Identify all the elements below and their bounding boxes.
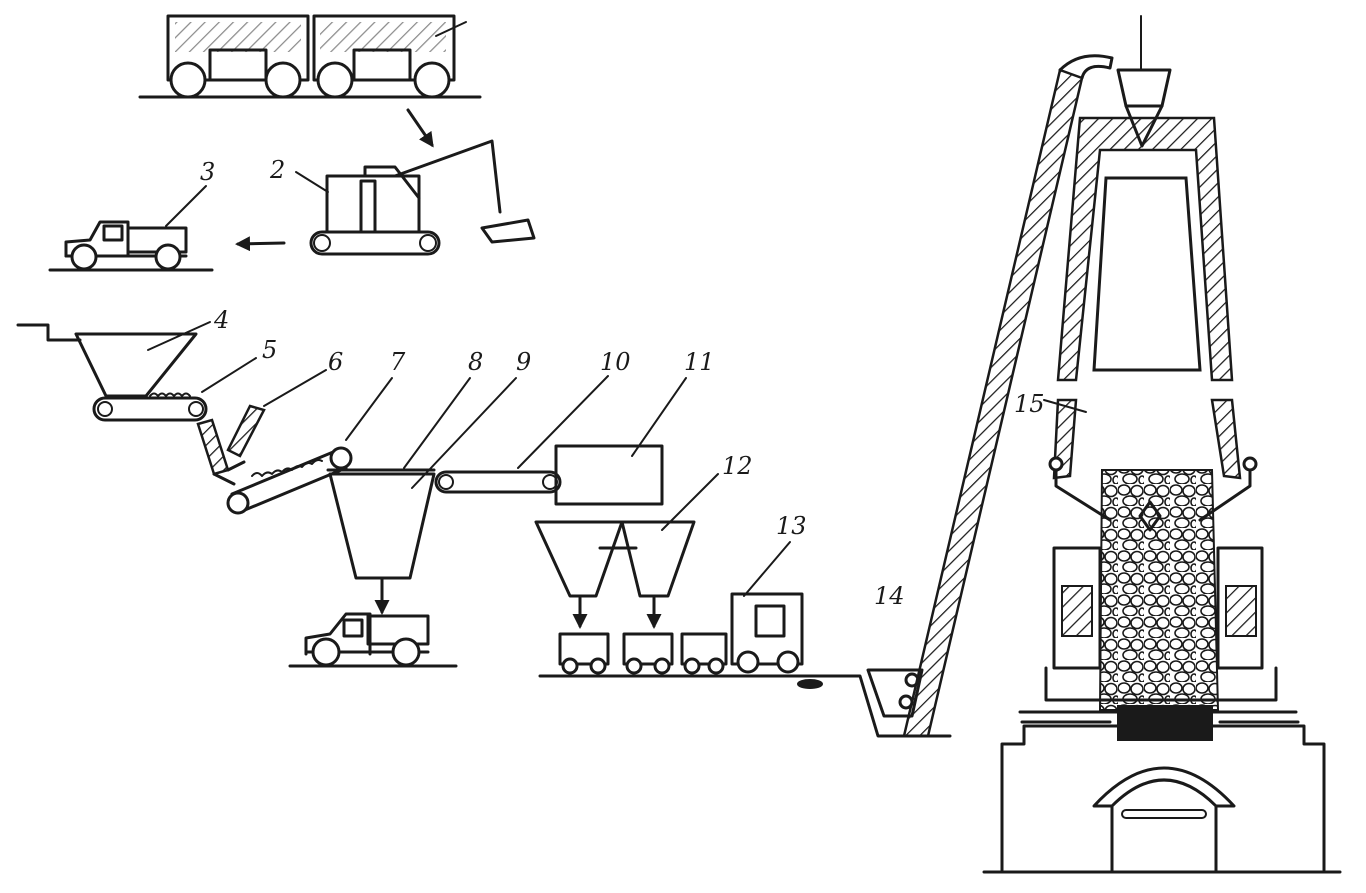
callout-8: 8	[468, 348, 483, 376]
leader-3	[166, 186, 206, 226]
callout-2: 2	[269, 156, 285, 184]
shaft-kiln	[984, 16, 1340, 872]
leader-4	[148, 322, 210, 350]
callout-6: 6	[328, 348, 343, 376]
callout-15: 15	[1014, 390, 1045, 418]
callout-13: 13	[776, 512, 807, 540]
callout-14: 14	[874, 582, 905, 610]
flow-arrow-to-truck	[238, 243, 284, 244]
leader-11	[632, 378, 686, 456]
callout-11: 11	[684, 348, 715, 376]
secondary-crusher-box	[556, 446, 662, 504]
callout-9: 9	[516, 348, 531, 376]
callout-7: 7	[390, 348, 406, 376]
callout-5: 5	[262, 336, 277, 364]
leader-10	[518, 376, 608, 468]
dump-truck-bottom	[290, 614, 456, 666]
dump-truck-top	[50, 222, 212, 270]
leader-7	[346, 378, 392, 440]
jaw-crusher	[198, 406, 264, 484]
callout-10: 10	[600, 348, 631, 376]
leader-8	[404, 378, 470, 468]
callout-12: 12	[722, 452, 753, 480]
excavator	[311, 141, 534, 254]
leader-13	[744, 542, 790, 596]
skip-train	[540, 594, 840, 688]
leader-6	[264, 370, 326, 406]
transfer-conveyor	[436, 472, 560, 492]
receiving-hopper	[18, 325, 196, 396]
callout-4: 4	[213, 306, 229, 334]
callout-3: 3	[200, 158, 215, 186]
flow-arrow-to-excavator	[408, 110, 432, 145]
ore-wagons	[140, 16, 480, 97]
leader-5	[202, 358, 256, 392]
storage-bunkers	[536, 522, 694, 596]
screening-hopper	[328, 470, 434, 578]
leader-2	[296, 172, 328, 192]
feeder-conveyor	[94, 394, 206, 421]
